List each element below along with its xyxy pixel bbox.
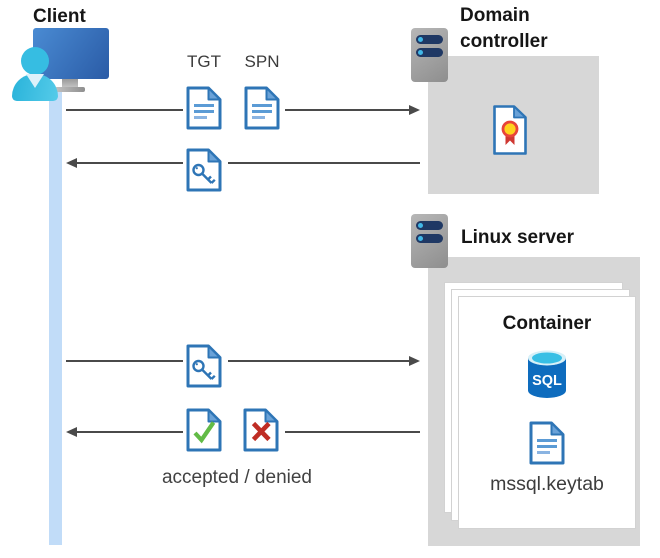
spn-document-icon	[244, 86, 280, 130]
client-lifeline	[49, 90, 62, 545]
container-card: Container SQL mssql.keytab	[458, 296, 636, 529]
linux-server-icon	[411, 214, 448, 268]
tgt-document-icon	[186, 86, 222, 130]
key-ticket-icon	[186, 344, 222, 388]
client-label: Client	[33, 6, 86, 27]
user-icon	[21, 47, 49, 75]
user-collar	[26, 74, 44, 88]
spn-label: SPN	[244, 52, 280, 71]
sql-badge-text: SQL	[532, 373, 562, 389]
keytab-file-label: mssql.keytab	[490, 473, 604, 495]
key-ticket-icon	[186, 148, 222, 192]
container-label: Container	[502, 313, 592, 334]
ticket-denied-icon	[243, 408, 279, 452]
certificate-icon	[493, 105, 527, 155]
linux-server-label: Linux server	[461, 227, 574, 248]
user-body	[12, 74, 58, 101]
arrowhead-left-icon	[66, 157, 77, 168]
domain-controller-server-icon	[411, 28, 448, 82]
monitor-stand	[62, 79, 78, 88]
keytab-document-icon	[529, 421, 565, 465]
tgt-label: TGT	[187, 52, 221, 71]
arrowhead-right-icon	[409, 104, 420, 115]
arrowhead-left-icon	[66, 426, 77, 437]
sql-database-icon: SQL	[528, 350, 566, 398]
ticket-accepted-icon	[186, 408, 222, 452]
result-label: accepted / denied	[161, 467, 312, 488]
arrowhead-right-icon	[409, 355, 420, 366]
domain-controller-label: Domain controller	[460, 5, 548, 52]
monitor-base	[55, 87, 85, 92]
